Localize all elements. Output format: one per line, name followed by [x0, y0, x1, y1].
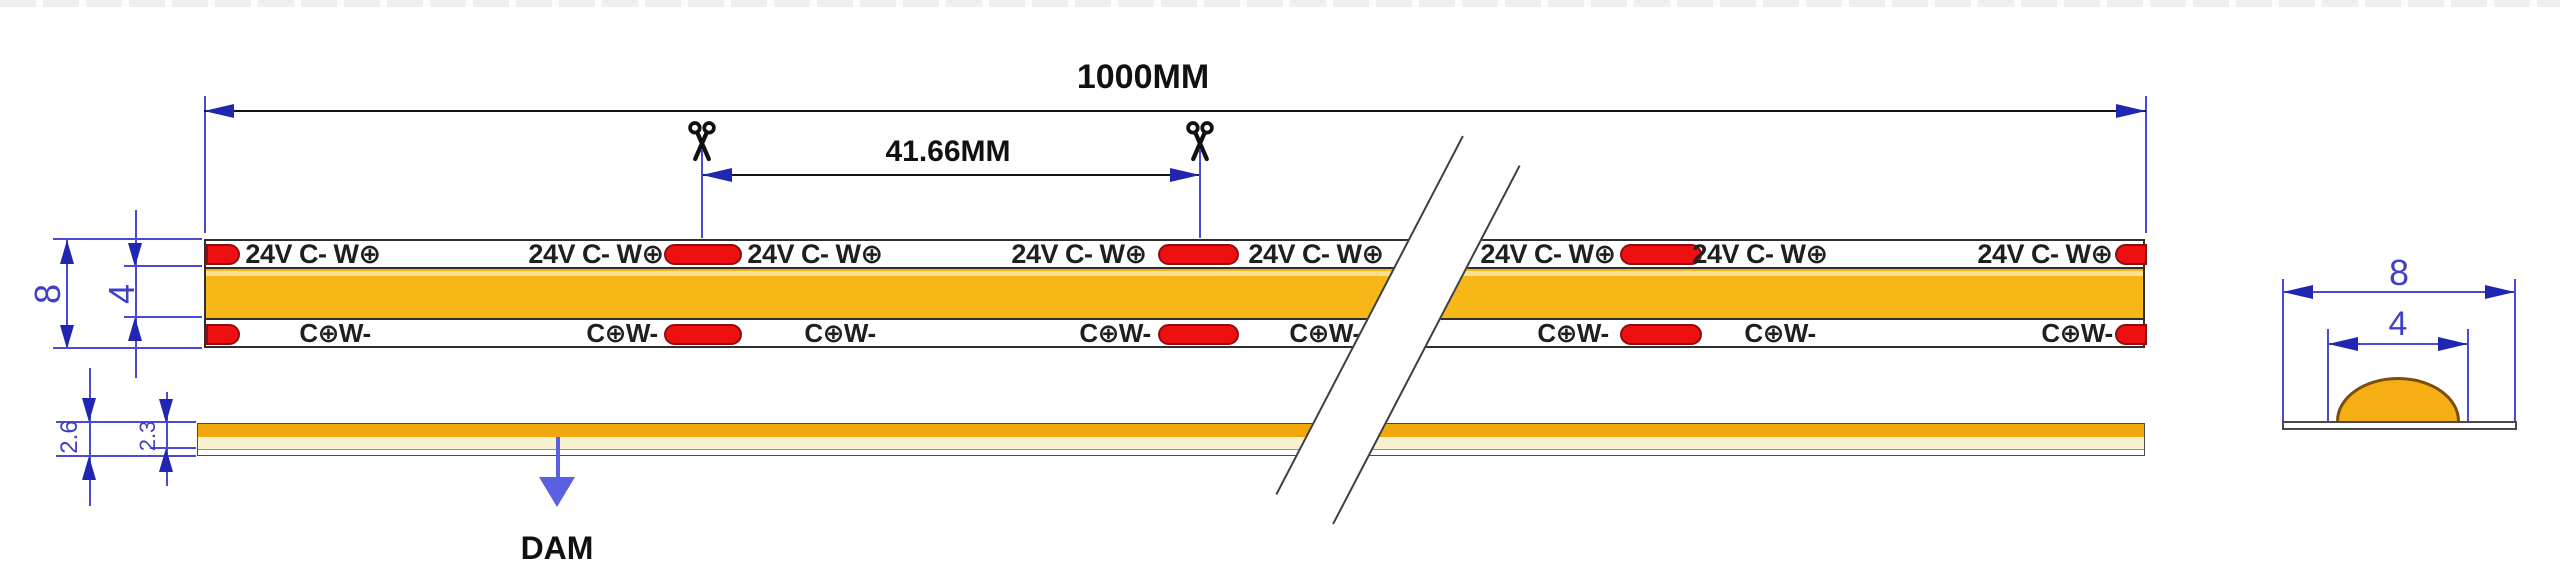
top-edge-artifact: [0, 0, 2560, 7]
strip-top-label: 24V C- W⊕: [747, 239, 883, 269]
dimension-line-body-height: [166, 392, 168, 486]
dam-arrow-icon: [539, 477, 575, 507]
extension-line-right: [2514, 279, 2516, 423]
strip-bottom-label: C⊕W-: [299, 318, 371, 348]
solder-pad: [1158, 244, 1239, 265]
scissors-icon: [688, 121, 716, 162]
arrow-down-icon: [60, 325, 74, 349]
arrow-down-icon: [159, 399, 173, 423]
solder-pad: [2115, 324, 2147, 345]
cob-highlight: [206, 271, 2143, 276]
strip-bottom-label: C⊕W-: [804, 318, 876, 348]
dimension-line-cs-cob-width: [2328, 343, 2468, 345]
dimension-line-cs-width: [2283, 291, 2515, 293]
extension-line-left: [2282, 279, 2284, 423]
strip-bottom-label: C⊕W-: [1079, 318, 1151, 348]
strip-top-label: 24V C- W⊕: [1692, 239, 1828, 269]
total-height-label: 2.6: [56, 420, 83, 454]
cob-width-label: 4: [101, 283, 142, 305]
strip-top-label: 24V C- W⊕: [245, 239, 381, 269]
dam-arrow-line: [556, 437, 560, 477]
strip-top-label: 24V C- W⊕: [1248, 239, 1384, 269]
dimension-line-total-height: [89, 368, 91, 506]
cross-section-pcb: [2282, 421, 2517, 430]
extension-line-bottom: [56, 455, 196, 457]
strip-bottom-label: C⊕W-: [586, 318, 658, 348]
strip-side-view: [197, 423, 2145, 456]
cs-width-label: 8: [2388, 252, 2410, 293]
extension-line-bottom: [124, 316, 202, 318]
strip-top-label: 24V C- W⊕: [1011, 239, 1147, 269]
side-body-layer: [198, 437, 2144, 449]
extension-line-right: [2145, 96, 2147, 233]
extension-line-top: [124, 265, 202, 267]
arrow-right-icon: [1170, 168, 1200, 182]
cut-line: [1199, 150, 1201, 238]
solder-pad: [1620, 244, 1702, 265]
dimension-line-total-length: [204, 110, 2146, 112]
arrow-right-icon: [2116, 104, 2146, 118]
total-length-label: 1000MM: [1076, 58, 1210, 96]
extension-line-bottom: [53, 347, 202, 349]
dam-label: DAM: [520, 530, 594, 566]
body-height-label: 2.3: [135, 420, 160, 452]
arrow-left-icon: [2328, 337, 2358, 351]
solder-pad: [1158, 324, 1239, 345]
strip-bottom-label: C⊕W-: [1744, 318, 1816, 348]
solder-pad: [664, 244, 742, 265]
strip-top-label: 24V C- W⊕: [528, 239, 664, 269]
dimension-line-cob-width: [135, 210, 137, 378]
solder-pad: [2115, 244, 2147, 265]
arrow-up-icon: [128, 317, 142, 341]
solder-pad: [206, 324, 240, 345]
arrow-right-icon: [2485, 285, 2515, 299]
side-phosphor-layer: [198, 424, 2144, 437]
arrow-down-icon: [128, 243, 142, 267]
dimension-line-cut-length: [702, 174, 1200, 176]
extension-line-right: [2467, 329, 2469, 422]
strip-top-label: 24V C- W⊕: [1480, 239, 1616, 269]
side-pcb-line: [198, 449, 2144, 450]
strip-top-label: 24V C- W⊕: [1977, 239, 2113, 269]
arrow-left-icon: [702, 168, 732, 182]
extension-line-left: [2327, 329, 2329, 422]
cut-length-label: 41.66MM: [885, 135, 1011, 168]
extension-line-bottom: [150, 447, 196, 449]
arrow-up-icon: [159, 448, 173, 472]
cut-line: [701, 150, 703, 238]
dimension-line-strip-width: [66, 239, 68, 349]
arrow-left-icon: [204, 104, 234, 118]
extension-line-top: [56, 421, 196, 423]
scissors-icon: [1186, 121, 1214, 162]
cross-section-cob-dome: [2336, 377, 2460, 421]
strip-bottom-label: C⊕W-: [2041, 318, 2113, 348]
arrow-right-icon: [2438, 337, 2468, 351]
extension-line-left: [204, 96, 206, 233]
arrow-up-icon: [82, 456, 96, 480]
arrow-left-icon: [2283, 285, 2313, 299]
cs-cob-width-label: 4: [2388, 305, 2408, 343]
solder-pad: [1620, 324, 1702, 345]
arrow-down-icon: [82, 398, 96, 422]
cob-phosphor-band: [206, 267, 2143, 320]
solder-pad: [664, 324, 742, 345]
strip-bottom-label: C⊕W-: [1537, 318, 1609, 348]
strip-width-label: 8: [27, 283, 68, 305]
arrow-up-icon: [60, 240, 74, 264]
extension-line-top: [53, 238, 202, 240]
strip-bottom-label: C⊕W-: [1289, 318, 1361, 348]
strip-top-view: 24V C- W⊕ 24V C- W⊕ 24V C- W⊕ 24V C- W⊕ 24V …: [204, 239, 2147, 348]
solder-pad: [206, 244, 240, 265]
